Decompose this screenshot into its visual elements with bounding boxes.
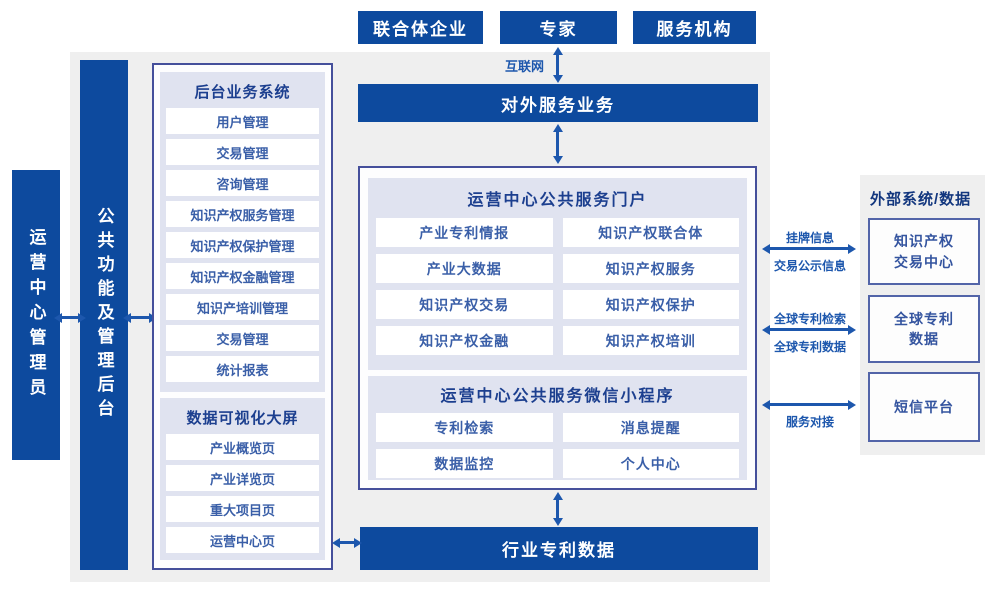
backend-item: 交易管理 — [166, 325, 319, 351]
ext-box-line: 知识产权 — [894, 233, 954, 250]
miniprogram-title: 运营中心公共服务微信小程序 — [440, 388, 675, 405]
arrow-backoffice-to-backend — [131, 316, 149, 319]
data-visualization-title: 数据可视化大屏 — [186, 410, 299, 427]
portal-item: 知识产权培训 — [562, 326, 739, 355]
actor-service-agency: 服务机构 — [633, 11, 756, 44]
external-service-label: 对外服务业务 — [501, 95, 615, 115]
industry-patent-data-bar: 行业专利数据 — [360, 527, 758, 570]
ext-box-line: 交易中心 — [894, 253, 954, 270]
ext-box-line: 全球专利 — [894, 310, 954, 327]
arrow-admin-to-backoffice — [62, 316, 78, 319]
ext-box-line: 短信平台 — [894, 398, 954, 415]
arrow-to-global-patent-data — [770, 328, 848, 331]
backend-item: 统计报表 — [166, 356, 319, 382]
portal-item: 知识产权交易 — [376, 290, 553, 319]
external-service-bar: 对外服务业务 — [358, 84, 758, 122]
internet-label: 互联网 — [504, 59, 544, 74]
ext-box-line: 数据 — [909, 331, 939, 347]
external-systems-title: 外部系统/数据 — [870, 191, 972, 208]
backend-item: 咨询管理 — [166, 170, 319, 196]
arrow-to-sms-platform — [770, 403, 848, 406]
actor-expert: 专家 — [500, 11, 617, 44]
arrow-internet-to-external-service — [556, 55, 559, 75]
portal-item: 产业专利情报 — [376, 218, 553, 247]
global-patent-data-box: 全球专利 数据 — [868, 295, 980, 363]
actor-label: 服务机构 — [656, 20, 733, 39]
backend-system-panel: 后台业务系统 用户管理 交易管理 咨询管理 知识产权服务管理 知识产权保护管理 … — [160, 72, 325, 392]
backend-item: 知识产权保护管理 — [166, 232, 319, 258]
data-visualization-panel: 数据可视化大屏 产业概览页 产业详览页 重大项目页 运营中心页 — [160, 398, 325, 560]
actor-consortium-enterprise: 联合体企业 — [358, 11, 483, 44]
wechat-miniprogram-panel: 运营中心公共服务微信小程序 专利检索 消息提醒 数据监控 个人中心 — [368, 376, 747, 480]
backoffice-label: 公共功能及管理后台 — [94, 207, 114, 423]
dashboard-item: 产业详览页 — [166, 465, 319, 491]
link-label-service-connection: 服务对接 — [785, 415, 834, 429]
public-service-portal-panel: 运营中心公共服务门户 产业专利情报 知识产权联合体 产业大数据 知识产权服务 知… — [368, 178, 747, 370]
public-function-admin-backend-bar: 公共功能及管理后台 — [80, 60, 128, 570]
ip-trading-center-box: 知识产权 交易中心 — [868, 218, 980, 285]
link-label-global-patent-data: 全球专利数据 — [773, 340, 846, 354]
backend-system-title: 后台业务系统 — [194, 84, 291, 101]
miniprogram-item: 消息提醒 — [562, 413, 739, 442]
dashboard-item: 运营中心页 — [166, 527, 319, 553]
arrow-portal-to-industry-data — [556, 500, 559, 518]
actor-label: 专家 — [539, 20, 578, 39]
dashboard-item: 重大项目页 — [166, 496, 319, 522]
portal-item: 知识产权服务 — [562, 254, 739, 283]
arrow-dashboard-to-industry-data — [340, 541, 354, 544]
miniprogram-item: 专利检索 — [376, 413, 553, 442]
arrow-external-service-to-portal — [556, 132, 559, 156]
backend-item: 知识产权服务管理 — [166, 201, 319, 227]
portal-item: 产业大数据 — [376, 254, 553, 283]
backend-item: 知识产培训管理 — [166, 294, 319, 320]
miniprogram-item: 个人中心 — [562, 449, 739, 478]
portal-item: 知识产权联合体 — [562, 218, 739, 247]
backend-item: 知识产权金融管理 — [166, 263, 319, 289]
sms-platform-box: 短信平台 — [868, 372, 980, 442]
portal-item: 知识产权保护 — [562, 290, 739, 319]
arrow-to-ip-trading-center — [770, 247, 848, 250]
admin-label: 运营中心管理员 — [26, 227, 46, 403]
backend-item: 交易管理 — [166, 139, 319, 165]
portal-item: 知识产权金融 — [376, 326, 553, 355]
miniprogram-item: 数据监控 — [376, 449, 553, 478]
actor-label: 联合体企业 — [373, 20, 468, 39]
dashboard-item: 产业概览页 — [166, 434, 319, 460]
link-label-listing-info: 挂牌信息 — [785, 231, 834, 245]
backend-item: 用户管理 — [166, 108, 319, 134]
link-label-global-patent-search: 全球专利检索 — [773, 312, 846, 326]
link-label-trade-publicity-info: 交易公示信息 — [773, 259, 846, 273]
portal-title: 运营中心公共服务门户 — [467, 192, 648, 209]
operation-center-admin: 运营中心管理员 — [12, 170, 60, 460]
industry-patent-data-label: 行业专利数据 — [502, 541, 616, 560]
